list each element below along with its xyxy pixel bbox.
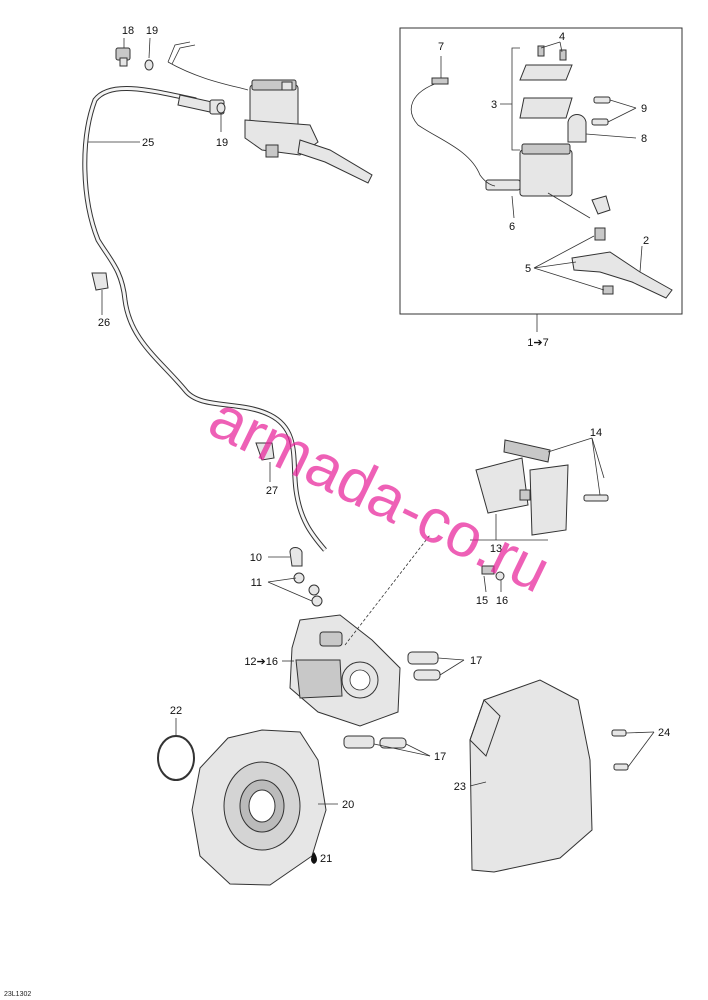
callout-12-to-16: 12➔16 — [244, 656, 278, 668]
callout-11: 11 — [251, 577, 262, 589]
disc-guard — [469, 679, 593, 873]
pivot-bolt — [594, 227, 606, 241]
reservoir-cover — [519, 64, 573, 81]
callout-9: 9 — [641, 103, 647, 115]
callout-7: 7 — [438, 41, 444, 53]
hose-clamp-middle — [255, 442, 275, 461]
callout-16: 16 — [496, 595, 508, 607]
reservoir-diaphragm — [519, 97, 573, 119]
guard-screw-b — [613, 763, 629, 771]
brake-lever-left — [297, 139, 373, 184]
handlebar-clamp — [567, 114, 587, 143]
callout-27: 27 — [266, 485, 278, 497]
clamp-screw-b — [591, 118, 609, 126]
pivot-nut — [602, 285, 614, 295]
lever-boot — [591, 195, 611, 215]
master-cylinder-left — [209, 79, 373, 184]
callout-23: 23 — [454, 781, 466, 793]
caliper-washer-b — [308, 584, 320, 596]
callout-13: 13 — [490, 543, 502, 555]
pad-pin — [583, 494, 609, 502]
callout-18: 18 — [122, 25, 134, 37]
inset-screw-a — [537, 45, 545, 57]
inset-screw-b — [559, 49, 567, 61]
sealing-washer-side — [216, 102, 226, 114]
callout-24: 24 — [658, 727, 670, 739]
callout-20: 20 — [342, 799, 354, 811]
brake-caliper — [289, 614, 401, 727]
sealing-washer-top — [144, 59, 154, 71]
callout-19-top: 19 — [146, 25, 158, 37]
diagram-code: 23L1302 — [4, 991, 31, 998]
callout-15: 15 — [476, 595, 488, 607]
inset-brake-line — [410, 81, 496, 187]
brake-light-switch — [431, 77, 449, 85]
callout-17-lower: 17 — [434, 751, 446, 763]
caliper-bolt-c — [343, 735, 375, 749]
callout-4: 4 — [559, 31, 565, 43]
brake-disc — [191, 729, 327, 886]
caliper-banjo-bolt — [289, 547, 303, 567]
clamp-screw-a — [593, 96, 611, 104]
callout-6: 6 — [509, 221, 515, 233]
callout-25: 25 — [142, 137, 154, 149]
hose-clamp-left — [91, 272, 109, 291]
banjo-bolt — [115, 47, 131, 67]
bleed-screw — [481, 565, 495, 575]
callout-10: 10 — [250, 552, 262, 564]
caliper-bolt-a — [407, 651, 439, 665]
guard-screw-a — [611, 729, 627, 737]
caliper-bolt-b — [413, 669, 441, 681]
o-ring — [157, 735, 195, 781]
callout-17-upper: 17 — [470, 655, 482, 667]
callout-26: 26 — [98, 317, 110, 329]
callout-5: 5 — [525, 263, 531, 275]
callout-2: 2 — [643, 235, 649, 247]
lubricant-drop-icon — [311, 852, 317, 864]
brake-lever-inset — [571, 251, 673, 299]
callout-21: 21 — [320, 853, 332, 865]
master-cylinder-inset — [485, 143, 573, 197]
callout-19-side: 19 — [216, 137, 228, 149]
callout-1-to-7: 1➔7 — [527, 337, 548, 349]
callout-14: 14 — [590, 427, 602, 439]
master-cylinder-inset-frame — [399, 27, 683, 315]
brake-pad-kit — [475, 439, 569, 536]
caliper-washer-c — [311, 595, 323, 607]
callout-3: 3 — [491, 99, 497, 111]
callout-8: 8 — [641, 133, 647, 145]
upper-line — [167, 41, 191, 63]
bleed-cap — [495, 571, 505, 581]
callout-22: 22 — [170, 705, 182, 717]
